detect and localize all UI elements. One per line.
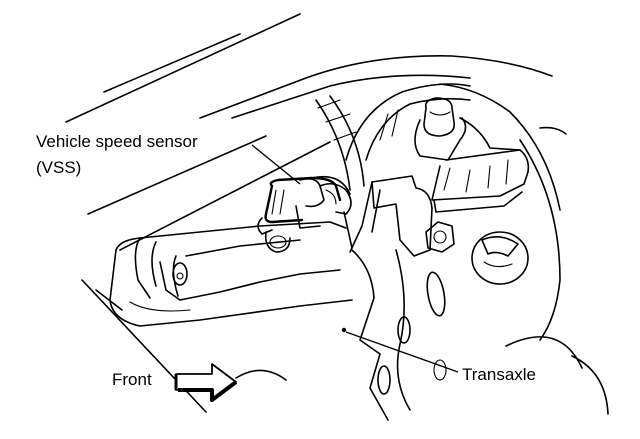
vss-label-line2: (VSS) [36,158,82,177]
housing-curves [315,83,567,211]
inspection-hole [471,139,561,341]
background-body-lines [65,13,553,413]
vss-label-line1: Vehicle speed sensor [36,132,198,151]
transaxle-label: Transaxle [462,365,537,384]
leader-lines [251,144,459,373]
transaxle-housing [341,249,609,421]
transmission-block [109,221,353,381]
front-arrow-icon [174,363,238,402]
bolt [425,221,455,253]
front-label: Front [112,370,152,389]
vss-sensor [257,175,352,235]
stud-assembly [414,97,530,213]
bracket-plate [343,175,433,257]
